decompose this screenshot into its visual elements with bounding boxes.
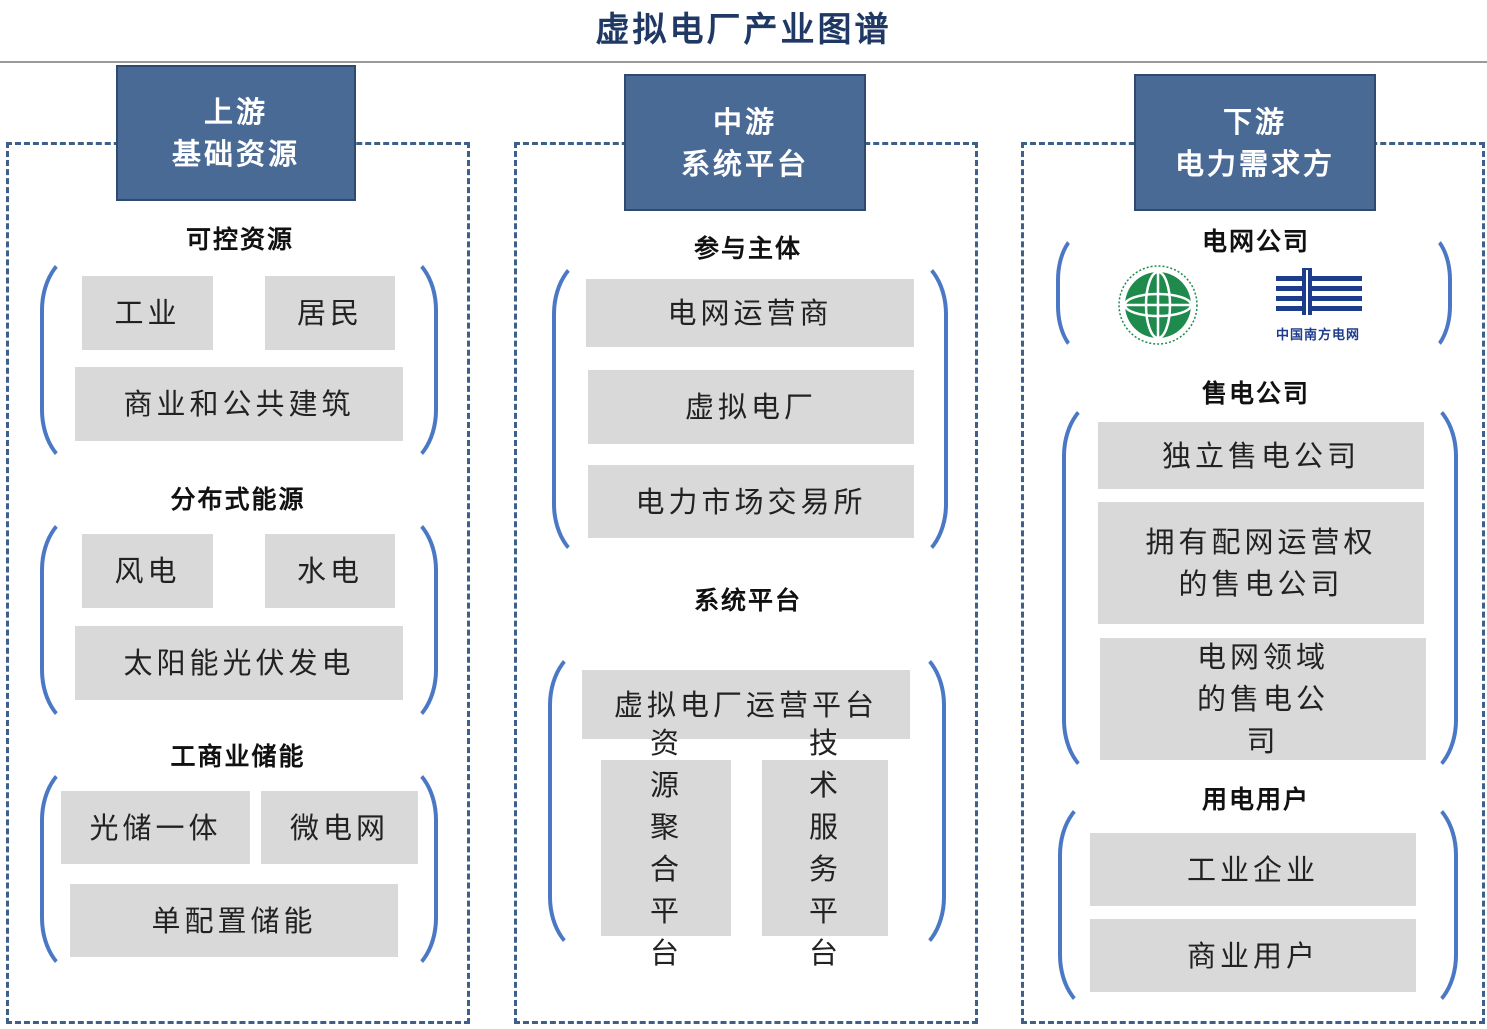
- downstream-header-line2: 电力需求方: [1174, 146, 1335, 181]
- section-title-ci-storage: 工商业储能: [170, 742, 306, 771]
- item-virtual-power-plant: 虚拟电厂: [588, 370, 914, 444]
- downstream-header: 下游 电力需求方: [1134, 74, 1376, 211]
- item-hydro-power: 水电: [265, 534, 395, 608]
- section-title-system-platform: 系统平台: [693, 586, 802, 615]
- bracket-participants: [552, 254, 948, 564]
- item-independent-retailer: 独立售电公司: [1098, 422, 1424, 489]
- bracket-controllable: [40, 250, 438, 470]
- title-divider: [0, 61, 1487, 63]
- page-title: 虚拟电厂产业图谱: [595, 10, 892, 50]
- section-title-controllable: 可控资源: [185, 225, 294, 254]
- downstream-header-line1: 下游: [1222, 104, 1287, 139]
- section-title-end-users: 用电用户: [1201, 785, 1310, 814]
- item-pv-storage: 光储一体: [61, 791, 250, 864]
- china-southern-grid-logo-text: 中国南方电网: [1275, 328, 1360, 343]
- section-title-distributed-energy: 分布式能源: [170, 485, 306, 514]
- item-tech-service-label: 技术服务平台: [809, 726, 843, 970]
- item-retailer-with-distribution-rights: 拥有配网运营权的售电公司: [1098, 502, 1424, 624]
- item-microgrid: 微电网: [261, 791, 418, 864]
- item-vpp-operation-platform: 虚拟电厂运营平台: [582, 670, 910, 739]
- bracket-distributed-energy: [40, 510, 438, 730]
- item-commercial-public-buildings: 商业和公共建筑: [75, 367, 403, 441]
- bracket-end-users: [1058, 795, 1458, 1015]
- item-solar-pv: 太阳能光伏发电: [75, 626, 403, 700]
- midstream-header-line1: 中游: [712, 104, 777, 139]
- bracket-ci-storage: [40, 760, 438, 978]
- upstream-header-line1: 上游: [203, 95, 268, 129]
- midstream-header: 中游 系统平台: [624, 74, 866, 211]
- item-industrial-enterprises: 工业企业: [1090, 833, 1416, 906]
- section-title-participants: 参与主体: [693, 234, 802, 263]
- state-grid-logo: [1118, 265, 1198, 345]
- item-tech-service-platform: 技术服务平台: [762, 726, 888, 970]
- item-residents: 居民: [265, 276, 395, 350]
- china-southern-grid-logo: [1276, 268, 1362, 315]
- section-title-grid-companies: 电网公司: [1201, 227, 1310, 256]
- bracket-retail-companies: [1062, 396, 1458, 780]
- midstream-header-line2: 系统平台: [680, 146, 809, 181]
- item-grid-affiliated-retailer: 电网领域的售电公司: [1100, 638, 1426, 760]
- upstream-header-line2: 基础资源: [171, 137, 300, 171]
- section-title-retail-companies: 售电公司: [1201, 379, 1310, 408]
- item-resource-aggregation-label: 资源聚合平台: [650, 726, 684, 970]
- item-power-exchange: 电力市场交易所: [588, 465, 914, 538]
- item-grid-operator: 电网运营商: [586, 279, 914, 347]
- upstream-header: 上游 基础资源: [116, 65, 356, 201]
- bracket-system-platform: [548, 645, 946, 957]
- item-commercial-users: 商业用户: [1090, 919, 1416, 992]
- item-resource-aggregation-platform: 资源聚合平台: [601, 726, 731, 970]
- item-wind-power: 风电: [82, 534, 213, 608]
- item-standalone-storage: 单配置储能: [70, 884, 398, 957]
- bracket-grid-companies: [1056, 230, 1452, 356]
- item-industry: 工业: [82, 276, 213, 350]
